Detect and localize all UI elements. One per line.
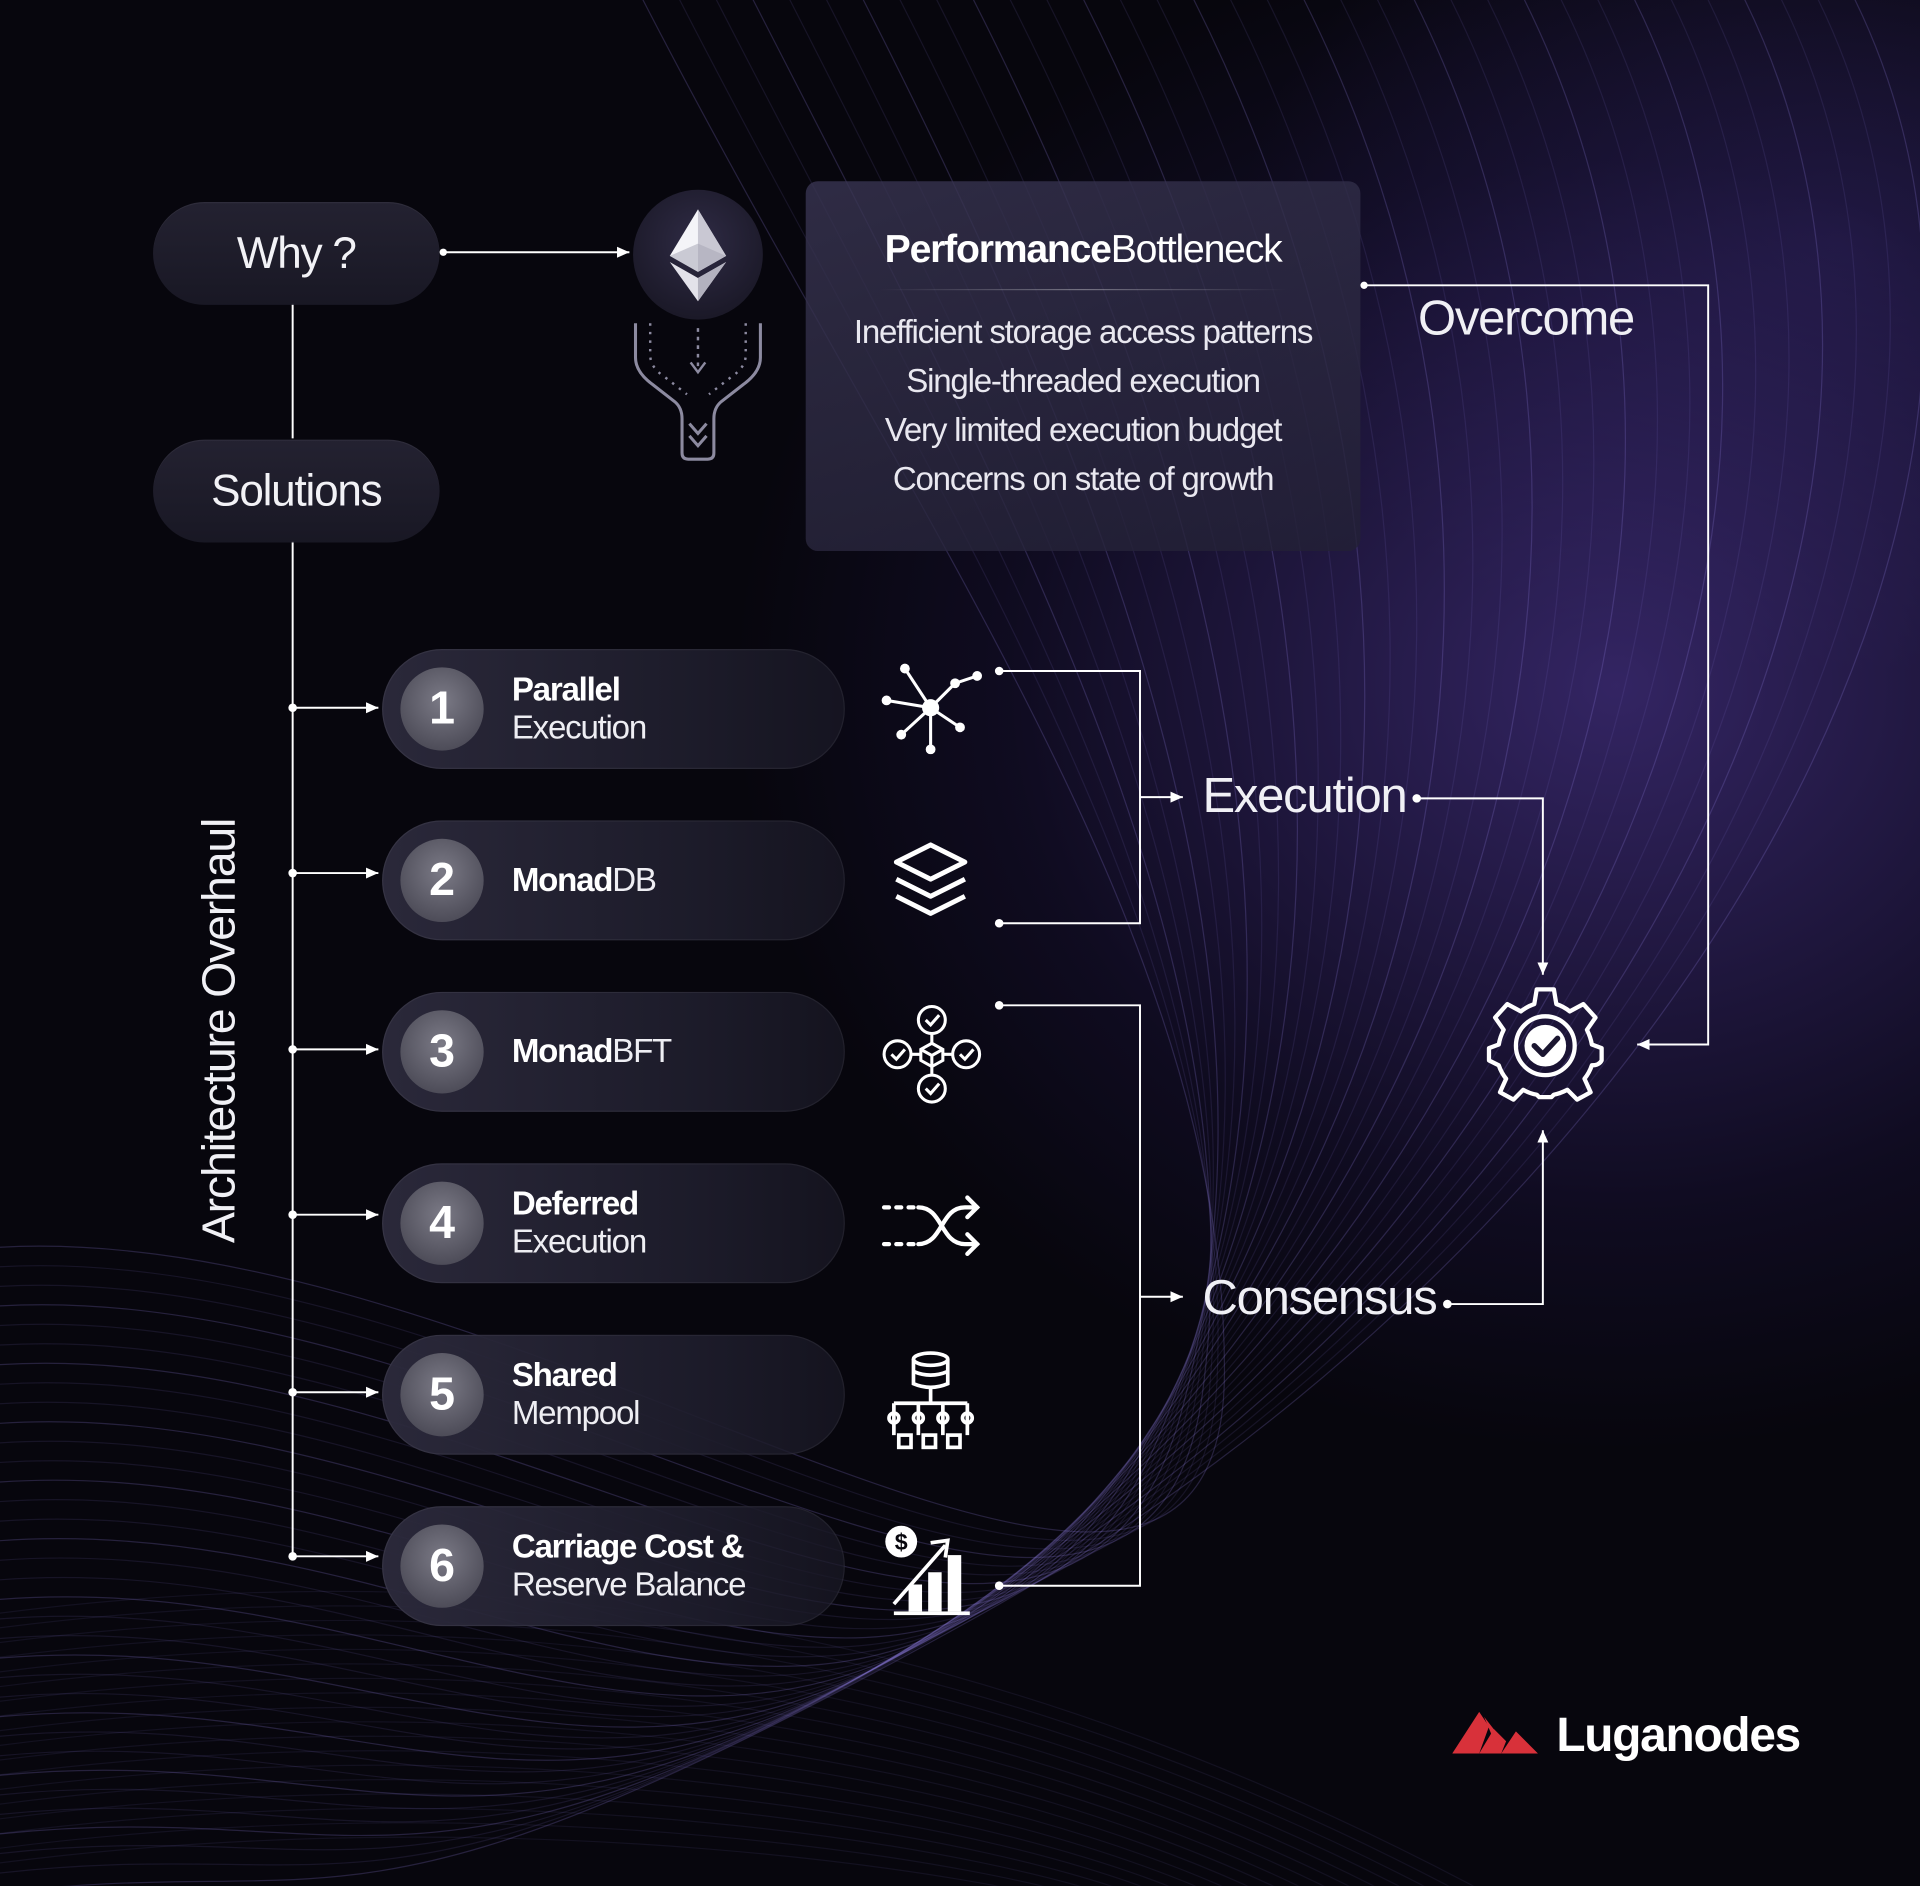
solution-number: 6 [400,1524,484,1608]
mesh-line [0,1822,1044,1886]
database-tree-icon [887,1351,975,1450]
mesh-line [0,0,1533,1728]
solution-label-bold: Monad [511,861,614,899]
solution-label: MonadDB [511,861,657,899]
gear-check-icon [1486,987,1604,1102]
shuffle-arrows-icon [881,1195,981,1257]
mesh-line [0,0,1891,1874]
solution-item-monaddb: 2 MonadDB [382,820,845,941]
mesh-line [0,1764,1169,1886]
layers-icon [893,842,968,916]
solutions-pill: Solutions [153,439,440,543]
why-pill: Why ? [153,202,440,305]
card-divider [879,288,1287,291]
solution-label-bold: Shared [511,1356,618,1394]
why-label: Why ? [236,227,357,278]
dollar-chart-icon: $ [885,1525,970,1616]
solution-label: MonadBFT [511,1032,672,1071]
mesh-line [0,1721,1249,1886]
mesh-line [0,0,1658,1773]
solution-label-light: BFT [612,1032,672,1070]
network-nodes-icon [881,663,983,755]
mesh-line [0,0,1790,1823]
mesh-line [0,1677,1325,1886]
bottleneck-list: Inefficient storage access patterns Sing… [806,307,1361,503]
solution-item-monadbft: 3 MonadBFT [382,991,845,1112]
architecture-overhaul-label: Architecture Overhaul [194,818,246,1244]
bottleneck-item: Inefficient storage access patterns [853,313,1313,351]
mesh-line [0,0,1595,1750]
bottleneck-title: PerformanceBottleneck [806,227,1361,272]
mesh-line [0,1619,1425,1886]
mesh-line [0,1663,1350,1886]
solution-label-bold: Deferred [511,1185,639,1223]
solution-item-carriage-cost: 6 Carriage Cost & Reserve Balance [382,1506,845,1627]
solution-number: 1 [400,667,484,751]
bottleneck-item: Single-threaded execution [906,362,1261,400]
ethereum-badge [633,189,763,320]
mesh-line [0,0,1857,1855]
solution-item-parallel-execution: 1 Parallel Execution [382,648,845,769]
mesh-line [0,1634,1400,1886]
mesh-line [0,1750,1196,1886]
mesh-line [0,0,1824,1837]
solution-item-shared-mempool: 5 Shared Mempool [382,1334,845,1455]
mesh-line [0,1648,1375,1886]
overcome-label: Overcome [1417,291,1635,346]
mesh-line [0,0,1627,1761]
solution-label: Deferred Execution [511,1185,647,1261]
mesh-line [0,0,1418,1687]
solution-number: 5 [400,1353,484,1437]
consensus-label: Consensus [1202,1271,1437,1325]
mesh-line [0,1793,1112,1886]
solution-label: Parallel Execution [511,671,647,747]
mesh-line [0,1590,1474,1886]
solution-label-light: Mempool [511,1394,641,1432]
mesh-line [0,1605,1450,1886]
solution-label-light: DB [612,861,657,899]
luganodes-logo-icon [1452,1711,1538,1754]
mesh-line [0,1706,1274,1886]
solution-label-light: Execution [511,708,647,746]
solution-label: Carriage Cost & Reserve Balance [511,1528,747,1604]
funnel-icon [633,323,762,461]
mesh-line [0,0,1445,1697]
ethereum-icon [669,209,727,302]
mesh-line [0,0,1724,1797]
svg-text:$: $ [895,1529,908,1555]
mesh-line [0,0,1474,1707]
mesh-line [0,0,1691,1785]
mesh-line [0,0,1757,1810]
solution-number: 2 [400,838,484,923]
consensus-check-icon [882,1005,982,1104]
brand-name: Luganodes [1556,1709,1801,1763]
performance-bottleneck-card: Inefficient storage access patterns Sing… [805,181,1361,552]
mesh-line [0,0,1564,1739]
mesh-line [0,1779,1142,1886]
mesh-line [0,1807,1080,1886]
bottleneck-item: Concerns on state of growth [892,460,1275,498]
solution-item-deferred-execution: 4 Deferred Execution [382,1163,845,1284]
mesh-line [0,0,1503,1718]
bottleneck-item: Very limited execution budget [884,411,1283,449]
solution-label-light: Execution [511,1223,647,1261]
solution-label: Shared Mempool [511,1356,641,1433]
mesh-line [0,1692,1300,1886]
solution-label-bold: Parallel [511,671,621,708]
solution-label-light: Reserve Balance [511,1566,747,1603]
solutions-label: Solutions [211,465,383,516]
solution-label-bold: Carriage Cost & [511,1528,745,1565]
mesh-line [0,1836,999,1886]
execution-label: Execution [1202,768,1407,823]
bottleneck-title-bold: Performance [884,226,1112,271]
mesh-line [0,1735,1223,1886]
solution-number: 3 [400,1010,484,1094]
solution-label-bold: Monad [511,1032,614,1070]
solution-number: 4 [400,1181,484,1265]
bottleneck-title-light: Bottleneck [1110,226,1283,271]
